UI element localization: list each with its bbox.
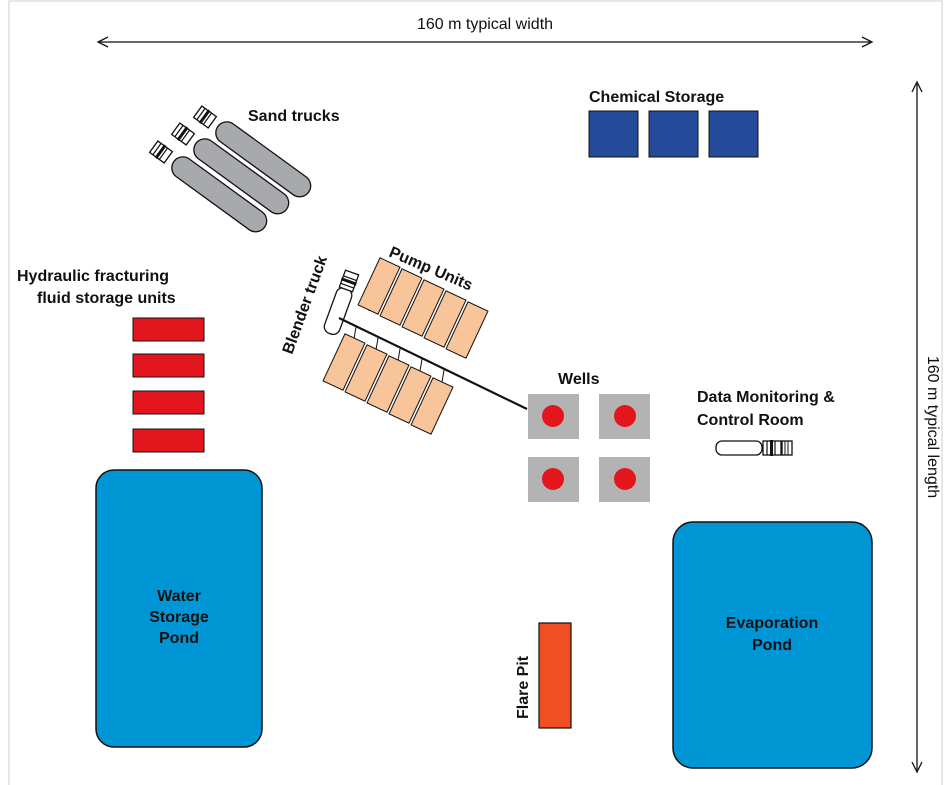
fluid-storage-tank [132,353,205,378]
length-dimension: 160 m typical length [911,80,941,774]
control-room-truck [715,439,793,457]
sand-truck [192,104,312,198]
water-pond-label-line1: Water [157,588,201,605]
blender-truck [323,269,361,336]
wells-label: Wells [558,371,600,388]
water-pond-label-line2: Storage [149,609,209,626]
control-room: Data Monitoring & Control Room [697,389,835,457]
well-head [614,405,636,427]
flare-pit: Flare Pit [515,622,572,729]
pump-unit [445,301,489,359]
pump-unit [344,344,388,402]
fluid-storage-tank [132,390,205,415]
pump-unit [410,377,454,435]
pump-unit [366,355,410,413]
pump-unit [423,290,467,348]
pump-units-upper [357,257,489,359]
length-dimension-label: 160 m typical length [924,356,941,498]
blender-and-pumps: Blender truck Pump Units [280,244,528,435]
fluid-storage-tank [132,317,205,342]
pump-unit [379,268,423,326]
control-room-label-line2: Control Room [697,412,804,429]
chemical-storage-label: Chemical Storage [589,89,724,106]
wells: Wells [528,371,650,502]
well-head [542,405,564,427]
well-pad [599,394,650,439]
flare-pit-label: Flare Pit [515,655,532,719]
fluid-storage-units: Hydraulic fracturing fluid storage units [17,268,205,453]
manifold-line [338,317,528,410]
chemical-tank [588,110,639,158]
well-pad [599,457,650,502]
pump-unit [322,333,366,391]
blender-truck-label: Blender truck [280,254,331,357]
evaporation-pond: Evaporation Pond [672,521,873,769]
sand-truck [170,121,290,215]
pump-unit [401,279,445,337]
chemical-storage: Chemical Storage [588,89,759,158]
well-head [614,468,636,490]
well-pad [528,394,579,439]
sand-trucks-label: Sand trucks [248,108,340,125]
sand-truck [148,139,268,233]
fluid-storage-label-line2: fluid storage units [37,290,176,307]
site-boundary [8,0,943,785]
chemical-tank [648,110,699,158]
pump-unit [357,257,401,315]
fluid-storage-label-line1: Hydraulic fracturing [17,268,169,285]
well-pad [528,457,579,502]
chemical-tank [708,110,759,158]
width-dimension: 160 m typical width [96,16,874,48]
fluid-storage-tank [132,428,205,453]
pump-unit [388,366,432,424]
well-head [542,468,564,490]
width-dimension-label: 160 m typical width [417,16,553,33]
pump-units-lower [322,333,454,435]
control-room-label-line1: Data Monitoring & [697,389,835,406]
evaporation-pond-label-line2: Pond [752,637,792,654]
water-storage-pond: Water Storage Pond [95,469,263,748]
sand-trucks: Sand trucks [148,104,340,233]
evaporation-pond-label-line1: Evaporation [726,615,818,632]
water-pond-label-line3: Pond [159,630,199,647]
